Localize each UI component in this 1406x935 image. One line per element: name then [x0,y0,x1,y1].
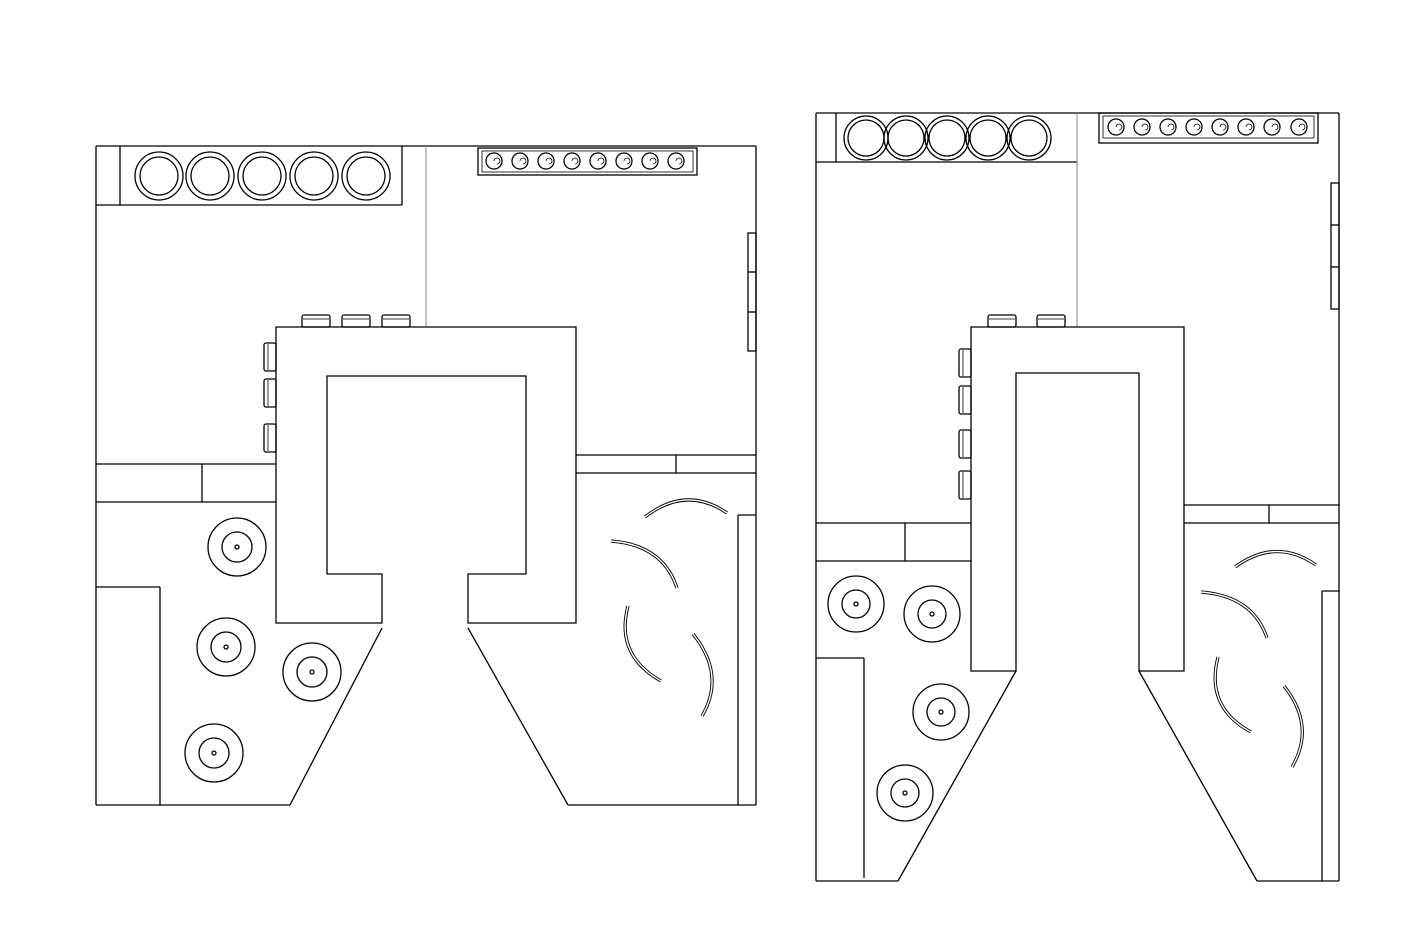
plan-a-tank-shelf [96,146,403,206]
plan-b-tank-shelf [816,113,1077,163]
plan-b-right-bench [1321,590,1339,881]
plan-a-dividers [96,454,756,503]
plan-b-burner-strip [1098,112,1319,144]
plan-b-stools-side [958,348,972,500]
plan-b-bench [816,657,865,878]
plan-a-bench [96,586,161,805]
plan-a-right-bench [737,514,756,805]
plan-b [815,112,1340,882]
plan-b-booth-arcs [1200,549,1317,768]
plan-b-tanks [843,115,1052,161]
plan-a-counter [275,326,577,624]
plan-b-round-tables [827,575,970,822]
plan-a-stools-side [263,342,277,453]
plan-a-tanks [134,151,391,201]
plan-a-round-tables [184,517,342,783]
plan-a-stools-top [301,314,411,328]
plan-a-booth-arcs [610,498,728,717]
plan-a-burner-strip [477,147,698,176]
plan-a-wall-panel [747,232,757,352]
plan-b-stools-top [987,314,1066,328]
plan-b-dividers [816,504,1339,562]
plan-a [95,145,757,806]
plan-b-counter [970,326,1185,672]
plan-b-wall-panel [1330,182,1340,310]
